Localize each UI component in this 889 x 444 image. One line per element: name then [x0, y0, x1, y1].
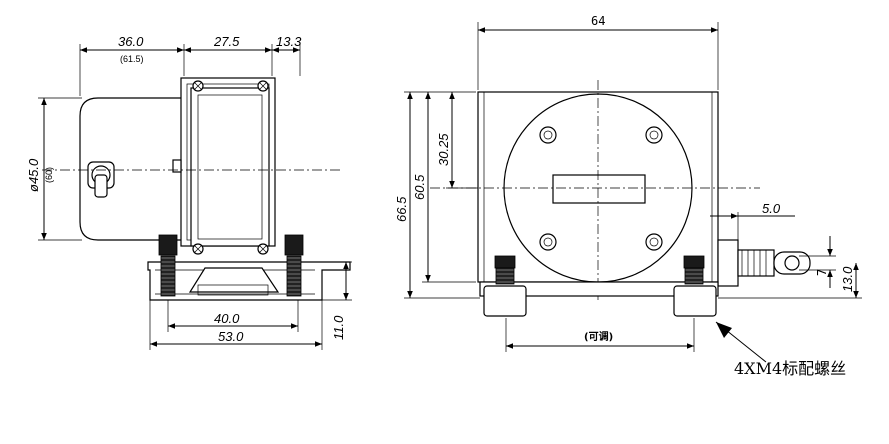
dim-13-3: 13.3: [276, 34, 302, 49]
cover-plate: [190, 87, 270, 247]
cover-screw: [257, 80, 269, 92]
mount-screw: [683, 255, 705, 285]
dim-7: 7: [815, 269, 829, 276]
dim-66-5: 66.5: [394, 196, 409, 222]
dim-61-5: (61.5): [120, 54, 144, 64]
dim-diameter-60: (60): [44, 167, 54, 183]
dim-64: 64: [591, 14, 605, 28]
base-rail: [479, 281, 719, 297]
cover-screw: [257, 243, 269, 255]
dim-diameter-45: ø45.0: [26, 158, 41, 192]
dim-30-25: 30.25: [436, 133, 451, 166]
dim-40: 40.0: [214, 311, 240, 326]
mount-screw: [158, 234, 178, 297]
screw-callout: 4XM4标配螺丝: [734, 359, 846, 378]
cover-screw: [192, 80, 204, 92]
cover-recess: [197, 94, 263, 240]
dim-53: 53.0: [218, 329, 244, 344]
plate-screw: [645, 233, 663, 251]
foot-right: [673, 285, 717, 317]
dim-60-5: 60.5: [412, 174, 427, 200]
adjustable-label: (可调): [584, 330, 613, 343]
side-view: 36.0 (61.5) 27.5 13.3 ø45.0 (60) 40.0 53…: [26, 34, 352, 350]
plate-screw: [539, 233, 557, 251]
dim-13: 13.0: [840, 266, 855, 292]
plate-screw: [539, 126, 557, 144]
side-tab: [172, 159, 182, 173]
dim-5: 5.0: [762, 201, 781, 216]
label-slot: [552, 174, 646, 204]
plate-screw: [645, 126, 663, 144]
rail-clamp: [188, 267, 280, 293]
mount-screw: [284, 234, 304, 297]
dim-36: 36.0: [118, 34, 144, 49]
shaft-collar: [717, 239, 739, 287]
mount-screw: [494, 255, 516, 285]
cover-screw: [192, 243, 204, 255]
dim-11: 11.0: [331, 315, 346, 340]
eye-hole: [784, 255, 800, 271]
callout: 4XM4标配螺丝: [715, 321, 846, 378]
front-view: 64 66.5 60.5 30.25 5.0 7 13.0 (可调): [394, 14, 862, 352]
foot-left: [483, 285, 527, 317]
dim-27-5: 27.5: [213, 34, 240, 49]
outlet-nozzle: [94, 174, 108, 198]
shaft-tube: [737, 249, 775, 277]
drum-body: [79, 97, 185, 241]
